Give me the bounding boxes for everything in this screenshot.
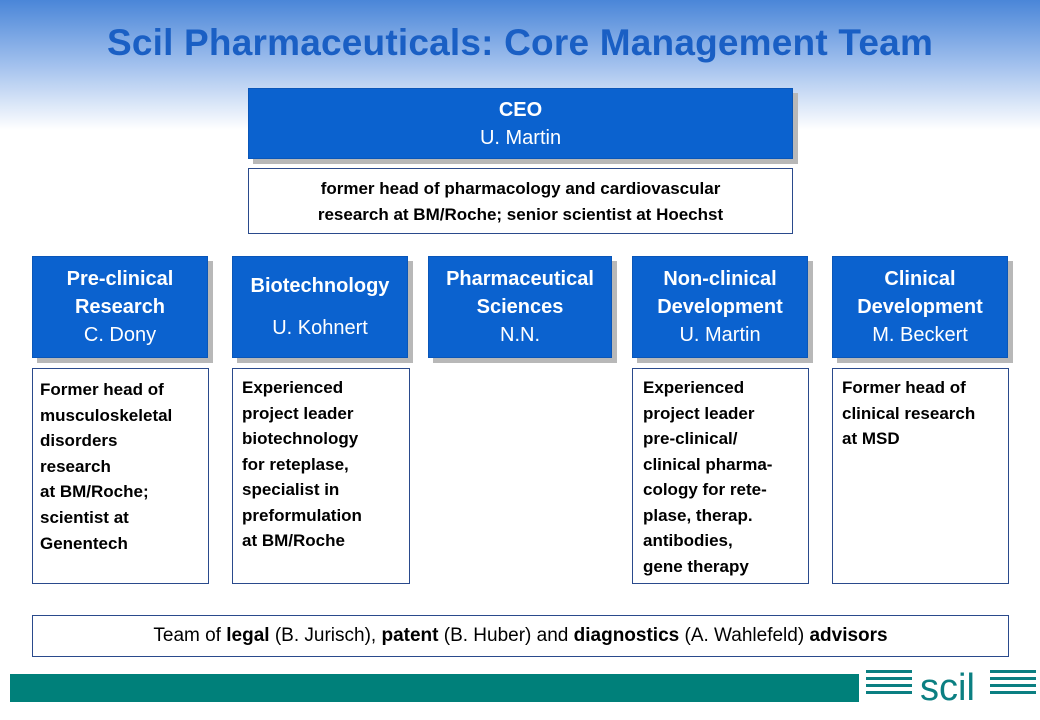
dept-box-clinical: Clinical Development M. Beckert: [832, 256, 1008, 358]
dept-box-biotech: Biotechnology U. Kohnert: [232, 256, 408, 358]
dept-description: Experienced project leader biotechnology…: [242, 378, 362, 550]
dept-name: U. Martin: [679, 324, 761, 346]
dept-name: M. Beckert: [872, 324, 968, 346]
dept-info-biotech: Experienced project leader biotechnology…: [232, 368, 410, 584]
dept-role: Clinical Development: [857, 268, 983, 318]
advisors-box: Team of legal (B. Jurisch), patent (B. H…: [32, 615, 1009, 657]
footer-bar: [10, 674, 859, 702]
advisors-label: advisors: [809, 625, 888, 646]
dept-role: Biotechnology: [250, 275, 390, 297]
dept-box-preclinical: Pre-clinical Research C. Dony: [32, 256, 208, 358]
advisors-text: Team of: [153, 625, 227, 646]
scil-logo: scil: [920, 667, 975, 709]
page-title: Scil Pharmaceuticals: Core Management Te…: [106, 22, 934, 63]
advisors-patent: patent: [381, 625, 439, 646]
dept-name: N.N.: [500, 324, 540, 346]
dept-description: Former head of musculoskeletal disorders…: [40, 380, 173, 553]
dept-description: Experienced project leader pre-clinical/…: [643, 378, 773, 576]
advisors-text: (B. Jurisch),: [269, 625, 382, 646]
dept-description: Former head of clinical research at MSD: [842, 378, 976, 448]
dept-name: C. Dony: [83, 324, 157, 346]
dept-box-nonclinical: Non-clinical Development U. Martin: [632, 256, 808, 358]
ceo-role: CEO: [498, 98, 543, 121]
dept-role: Non-clinical Development: [657, 268, 783, 318]
ceo-name: U. Martin: [479, 126, 562, 149]
dept-box-pharma-sciences: Pharmaceutical Sciences N.N.: [428, 256, 612, 358]
dept-info-clinical: Former head of clinical research at MSD: [832, 368, 1009, 584]
logo-lines-right: [990, 670, 1036, 698]
advisors-text: (A. Wahlefeld): [679, 625, 810, 646]
advisors-text: (B. Huber) and: [438, 625, 574, 646]
ceo-description: former head of pharmacology and cardiova…: [248, 168, 793, 234]
advisors-diagnostics: diagnostics: [573, 625, 680, 646]
dept-role: Pharmaceutical Sciences: [446, 268, 594, 318]
logo-lines-left: [866, 670, 912, 698]
dept-name: U. Kohnert: [272, 317, 368, 339]
ceo-box: CEO U. Martin: [248, 88, 793, 159]
dept-role: Pre-clinical Research: [66, 268, 174, 318]
dept-info-nonclinical: Experienced project leader pre-clinical/…: [632, 368, 809, 584]
dept-info-preclinical: Former head of musculoskeletal disorders…: [32, 368, 209, 584]
advisors-legal: legal: [226, 625, 270, 646]
